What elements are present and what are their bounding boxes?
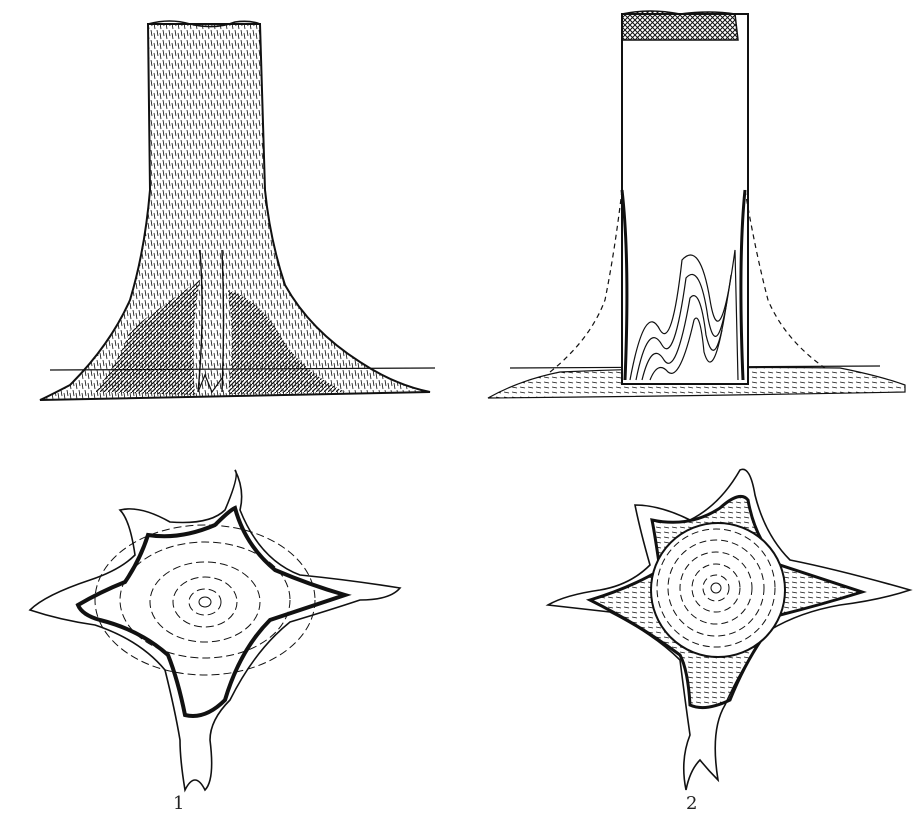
trunk-elevation-1 [40,21,435,400]
figure-label-2: 2 [686,793,697,814]
cross-section-2 [548,469,910,790]
trunk-elevation-2 [488,11,905,398]
trunk-cap [622,11,738,40]
buttress-outline-right [745,190,825,368]
buttress-outline-left [550,190,622,372]
cylinder-trunk [622,14,748,384]
figure-label-1: 1 [173,793,184,814]
circular-core [651,523,785,657]
cross-section-1 [30,470,400,790]
